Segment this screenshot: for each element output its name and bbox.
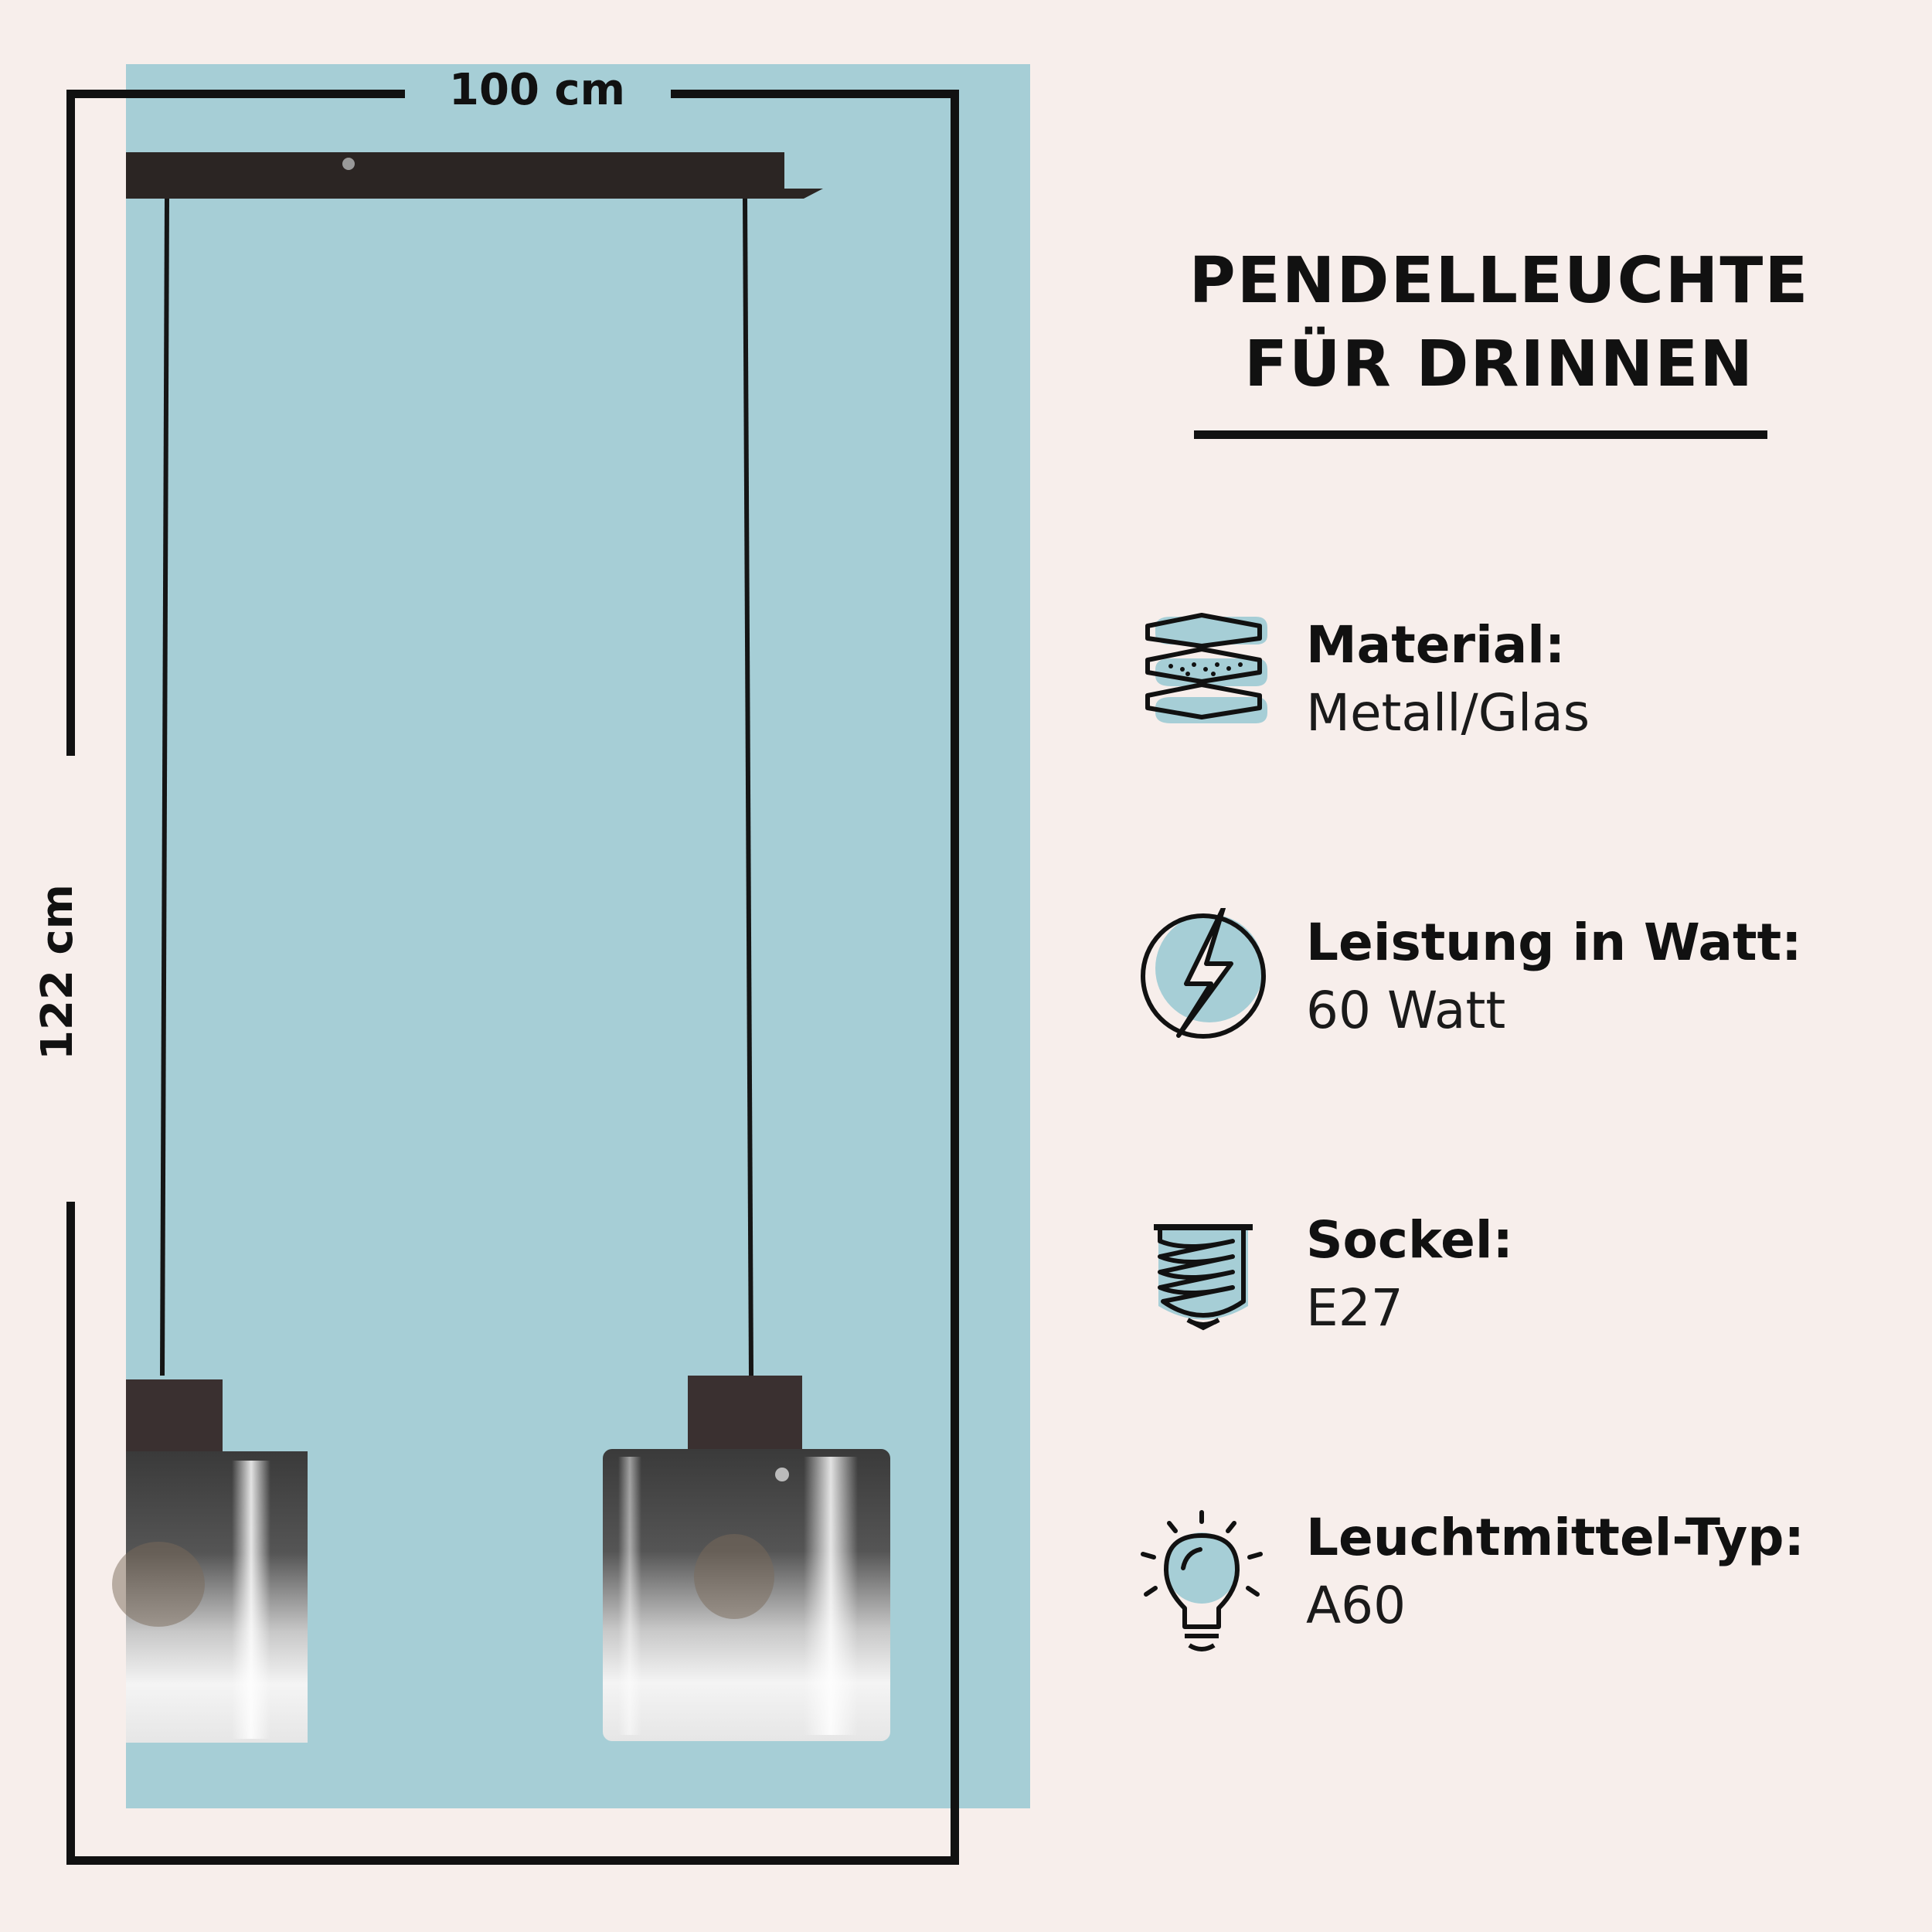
title-line-2: FÜR DRINNEN [1244, 328, 1754, 401]
feature-bulb-type: Leuchtmittel-Typ: A60 [1140, 1503, 1913, 1658]
right-lamp [603, 1376, 890, 1741]
feature-value: 60 Watt [1306, 981, 1506, 1040]
bulb-socket-icon [1140, 1206, 1271, 1360]
dimension-line-top-right [671, 90, 959, 98]
cable-left [160, 198, 169, 1376]
feature-label: Material: [1306, 615, 1566, 675]
ceiling-bar [126, 152, 823, 199]
dimension-line-left-lower [66, 1202, 75, 1865]
feature-value: A60 [1306, 1576, 1406, 1635]
dimension-line-bottom [66, 1856, 959, 1865]
dimension-line-top-left [66, 90, 405, 98]
feature-label: Leuchtmittel-Typ: [1306, 1508, 1804, 1567]
feature-socket: Sockel: E27 [1140, 1206, 1913, 1360]
feature-power: Leistung in Watt: 60 Watt [1140, 908, 1913, 1063]
title-divider [1194, 430, 1767, 439]
feature-value: E27 [1306, 1278, 1403, 1338]
lightning-icon [1140, 908, 1271, 1063]
dimension-line-right [951, 90, 959, 1865]
bar-screw [342, 158, 355, 170]
cable-right [743, 198, 753, 1376]
dimension-line-left-upper [66, 90, 75, 756]
height-dimension-label: 122 cm [32, 884, 83, 1060]
page-title: PENDELLEUCHTE FÜR DRINNEN [1159, 240, 1839, 406]
layers-icon [1140, 611, 1271, 765]
title-line-1: PENDELLEUCHTE [1189, 244, 1810, 318]
width-dimension-label: 100 cm [449, 65, 625, 115]
left-lamp [112, 1379, 308, 1743]
feature-label: Sockel: [1306, 1210, 1513, 1270]
feature-material: Material: Metall/Glas [1140, 611, 1913, 765]
feature-value: Metall/Glas [1306, 683, 1590, 743]
light-bulb-icon [1140, 1503, 1271, 1658]
feature-label: Leistung in Watt: [1306, 913, 1802, 972]
